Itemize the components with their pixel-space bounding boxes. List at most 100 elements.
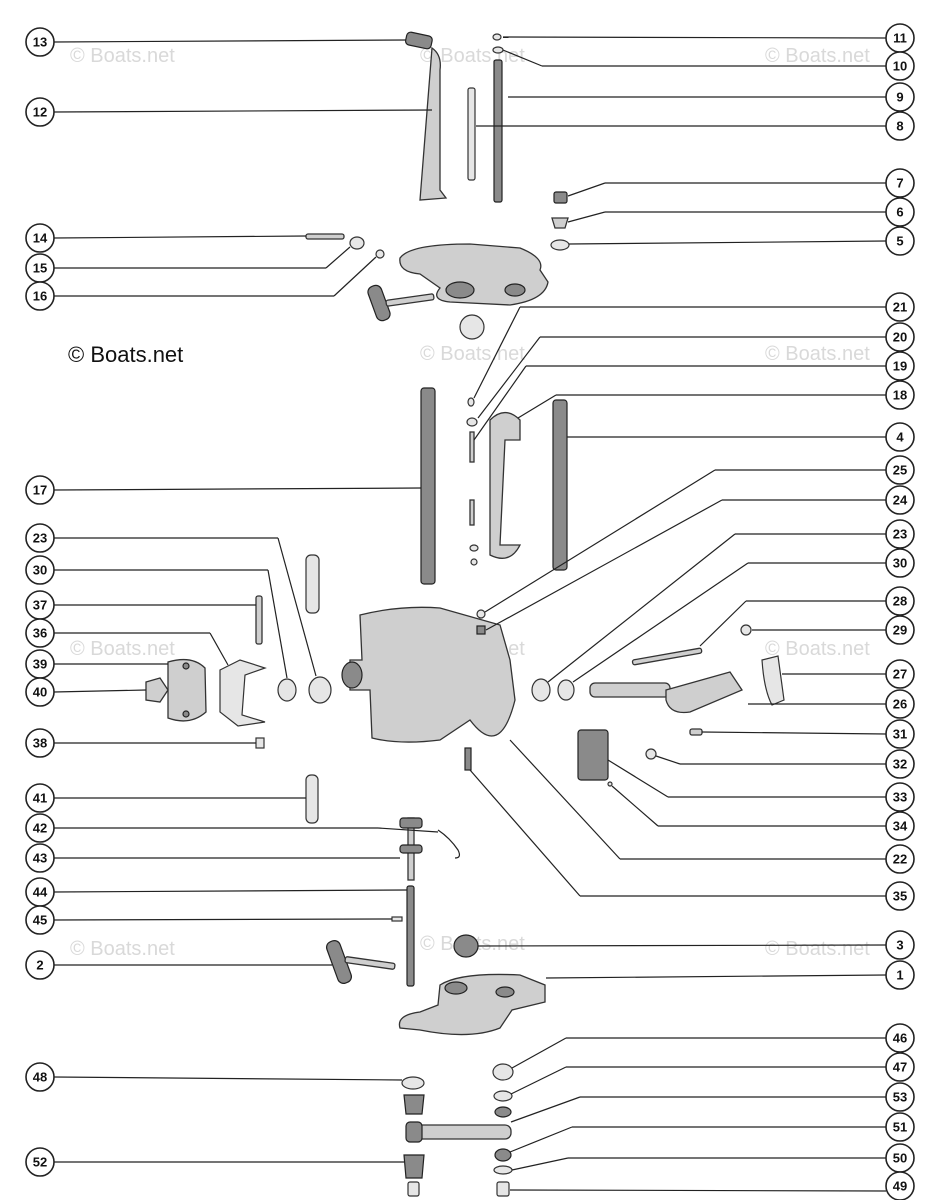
watermark: © Boats.net [70,45,175,67]
svg-text:4: 4 [896,430,904,445]
callout: 37 [25,590,55,620]
callout: 44 [25,877,55,907]
part-7-nut [553,191,568,204]
svg-text:30: 30 [33,563,47,578]
svg-text:7: 7 [896,176,903,191]
svg-text:2: 2 [36,958,43,973]
callout: 32 [885,749,915,779]
svg-text:15: 15 [33,261,47,276]
callout: 22 [885,844,915,874]
callout: 20 [885,322,915,352]
part-14-bolt [305,233,345,240]
svg-text:16: 16 [33,289,47,304]
part-20-washer [466,417,478,427]
part-53-handle [405,1121,512,1143]
svg-text:22: 22 [893,852,907,867]
callout: 38 [25,728,55,758]
callout: 49 [885,1171,915,1200]
callout: 13 [25,27,55,57]
part-34-rivet [607,781,613,787]
callout: 53 [885,1082,915,1112]
watermark: © Boats.net [70,938,175,960]
part-10-washer [492,46,504,54]
part-35-pin [464,747,472,771]
callout: 31 [885,719,915,749]
part-52-knob [403,1154,425,1179]
callout: 40 [25,677,55,707]
part-31-screw [689,728,703,736]
callout: 30 [25,555,55,585]
part-27-bracket [761,655,785,706]
part-5-washer [550,239,570,251]
callout: 4 [885,422,915,452]
svg-text:31: 31 [893,727,907,742]
svg-text:23: 23 [893,527,907,542]
svg-text:5: 5 [896,234,903,249]
callout: 36 [25,618,55,648]
svg-text:12: 12 [33,105,47,120]
svg-text:47: 47 [893,1060,907,1075]
part-33-pad [577,729,609,781]
part-30-washer-right [557,679,575,701]
part-11-nut [492,33,502,41]
svg-text:41: 41 [33,791,47,806]
callout: 50 [885,1143,915,1173]
svg-text:35: 35 [893,889,907,904]
upper-clamp-bracket [399,243,549,306]
part-1-clamp-bracket [398,973,546,1036]
callout: 11 [885,23,915,53]
part-50-washer [493,1165,513,1175]
part-25-screw [476,609,486,619]
svg-text:50: 50 [893,1151,907,1166]
part-42-spring [437,829,461,859]
part-3-pad [453,934,479,958]
svg-text:45: 45 [33,913,47,928]
svg-text:25: 25 [893,463,907,478]
callout: 52 [25,1147,55,1177]
pad-upper [459,314,485,340]
svg-text:8: 8 [896,119,903,134]
part-26-steering-arm [589,671,743,714]
callout: 47 [885,1052,915,1082]
part-36-yoke [219,659,267,727]
callout: 43 [25,843,55,873]
part-46-bushing [492,1063,514,1081]
svg-text:34: 34 [893,819,908,834]
svg-text:38: 38 [33,736,47,751]
callout: 42 [25,813,55,843]
callout: 23 [885,519,915,549]
svg-text:27: 27 [893,667,907,682]
part-45-pin [391,916,403,922]
svg-text:53: 53 [893,1090,907,1105]
svg-text:51: 51 [893,1120,907,1135]
svg-text:44: 44 [33,885,48,900]
swivel-housing [341,606,516,743]
callout: 39 [25,649,55,679]
callout: 28 [885,586,915,616]
part-48-knob [403,1094,425,1115]
callout: 24 [885,485,915,515]
part-16-nut [375,249,385,259]
part-52-screw [407,1181,420,1197]
svg-text:1: 1 [896,968,903,983]
svg-text:23: 23 [33,531,47,546]
svg-text:10: 10 [893,59,907,74]
callout: 14 [25,223,55,253]
callout: 23 [25,523,55,553]
callout: 48 [25,1062,55,1092]
part-32-nut [645,748,657,760]
watermark: © Boats.net [765,45,870,67]
callout: 9 [885,82,915,112]
svg-text:6: 6 [896,205,903,220]
callouts: 13 12 14 15 16 17 23 30 37 36 39 40 38 4… [25,23,915,1200]
part-23-bushing-right [531,678,551,702]
part-19-bolt [469,431,475,463]
callout: 5 [885,226,915,256]
part-nut-lower [470,558,478,566]
part-18-bracket [489,411,522,559]
part-6-locknut [551,217,569,229]
callout: 15 [25,253,55,283]
part-24-pin [476,625,486,635]
part-41-bushing [305,774,319,824]
callout: 7 [885,168,915,198]
